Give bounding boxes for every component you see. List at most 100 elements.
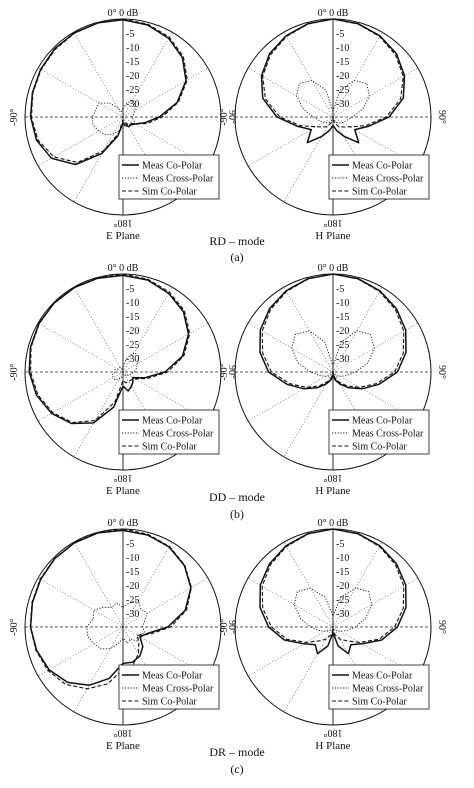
legend-label: Meas Co-Polar — [142, 161, 203, 172]
series-meas-co-polar — [28, 274, 190, 425]
legend-label: Meas Cross-Polar — [352, 684, 424, 695]
radial-tick-label: -20 — [126, 581, 139, 592]
radial-tick-label: -30 — [126, 609, 139, 620]
radial-tick-label: -15 — [126, 312, 139, 323]
angle-label-bottom: 180° — [324, 472, 343, 483]
legend-label: Meas Cross-Polar — [142, 684, 214, 695]
plane-label: E Plane — [106, 230, 140, 242]
legend-label: Sim Co-Polar — [352, 442, 407, 453]
radial-tick-label: -15 — [336, 312, 349, 323]
angle-label-bottom: 180° — [324, 727, 343, 738]
radial-tick-label: -10 — [336, 43, 349, 54]
angle-label-left: -90° — [9, 618, 20, 635]
chart-a-e-plane: -5-10-15-20-25-300° 0 dB-90°90°180°E Pla… — [9, 8, 237, 242]
radial-tick-label: -25 — [126, 340, 139, 351]
radial-tick-label: -5 — [126, 29, 134, 40]
polar-spoke — [283, 31, 334, 118]
legend-label: Meas Co-Polar — [142, 416, 203, 427]
legend-label: Meas Co-Polar — [352, 416, 413, 427]
polar-spoke — [37, 626, 124, 677]
legend-label: Sim Co-Polar — [142, 442, 197, 453]
radial-tick-label: -10 — [336, 553, 349, 564]
polar-spoke — [283, 371, 334, 458]
panel-letter-a: (a) — [230, 250, 243, 264]
radial-tick-label: -10 — [126, 553, 139, 564]
polar-spoke — [122, 577, 209, 628]
radial-tick-label: -30 — [336, 354, 349, 365]
polar-spoke — [332, 31, 383, 118]
radial-tick-label: -5 — [336, 539, 344, 550]
legend-box — [328, 154, 430, 200]
plane-label: E Plane — [106, 740, 140, 752]
polar-spoke — [122, 322, 209, 373]
angle-label-left: -90° — [219, 363, 230, 380]
radial-tick-label: -20 — [126, 71, 139, 82]
radial-tick-label: -15 — [126, 567, 139, 578]
legend-label: Meas Co-Polar — [352, 671, 413, 682]
angle-label-top: 0° 0 dB — [318, 518, 349, 529]
polar-spoke — [122, 31, 173, 118]
legend-label: Sim Co-Polar — [142, 697, 197, 708]
series-meas-co-polar — [260, 18, 406, 144]
radial-tick-label: -25 — [336, 595, 349, 606]
radial-tick-label: -25 — [126, 595, 139, 606]
polar-spoke — [73, 31, 124, 118]
radial-tick-label: -30 — [336, 609, 349, 620]
polar-spoke — [332, 541, 383, 628]
radial-tick-label: -25 — [336, 85, 349, 96]
polar-spoke — [247, 626, 334, 677]
radial-tick-label: -20 — [336, 326, 349, 337]
series-meas-cross-polar — [111, 352, 140, 381]
angle-label-right: 90° — [436, 620, 447, 634]
legend-box — [328, 664, 430, 710]
radial-tick-label: -5 — [336, 284, 344, 295]
angle-label-bottom: 180° — [114, 217, 133, 228]
legend-label: Meas Cross-Polar — [352, 429, 424, 440]
angle-label-top: 0° 0 dB — [318, 263, 349, 274]
chart-c-e-plane: -5-10-15-20-25-300° 0 dB-90°90°180°E Pla… — [9, 518, 237, 752]
legend-box — [118, 154, 220, 200]
polar-spoke — [37, 322, 124, 373]
polar-spoke — [73, 371, 124, 458]
angle-label-top: 0° 0 dB — [108, 518, 139, 529]
angle-label-right: 90° — [226, 620, 237, 634]
polar-spoke — [283, 116, 334, 203]
series-sim-co-polar — [30, 18, 188, 164]
plane-label: H Plane — [315, 230, 350, 242]
radial-tick-label: -25 — [336, 340, 349, 351]
radial-tick-label: -5 — [126, 539, 134, 550]
angle-label-left: -90° — [9, 363, 20, 380]
panel-letter-b: (b) — [230, 507, 244, 521]
radial-tick-label: -25 — [126, 85, 139, 96]
angle-label-left: -90° — [219, 618, 230, 635]
series-meas-cross-polar — [91, 99, 136, 136]
radial-tick-label: -30 — [126, 99, 139, 110]
legend-box — [328, 409, 430, 455]
mode-label-a: RD – mode — [209, 234, 264, 248]
series-meas-cross-polar — [293, 587, 373, 632]
legend-box — [118, 409, 220, 455]
series-meas-co-polar — [259, 273, 407, 390]
angle-label-left: -90° — [219, 108, 230, 125]
polar-spoke — [247, 322, 334, 373]
legend-label: Sim Co-Polar — [352, 187, 407, 198]
polar-spoke — [122, 541, 173, 628]
legend-box — [118, 664, 220, 710]
polar-spoke — [332, 577, 419, 628]
radial-tick-label: -10 — [126, 298, 139, 309]
radial-tick-label: -15 — [336, 57, 349, 68]
polar-spoke — [283, 286, 334, 373]
polar-spoke — [73, 116, 124, 203]
series-sim-co-polar — [261, 273, 405, 388]
mode-label-b: DD – mode — [209, 490, 265, 504]
polar-spoke — [37, 67, 124, 118]
series-sim-co-polar — [30, 273, 191, 424]
polar-spoke — [73, 286, 124, 373]
polar-spoke — [122, 286, 173, 373]
legend-label: Meas Co-Polar — [142, 671, 203, 682]
radial-tick-label: -30 — [126, 354, 139, 365]
angle-label-right: 90° — [226, 365, 237, 379]
angle-label-top: 0° 0 dB — [108, 263, 139, 274]
polar-spoke — [247, 371, 334, 422]
legend-label: Sim Co-Polar — [142, 187, 197, 198]
